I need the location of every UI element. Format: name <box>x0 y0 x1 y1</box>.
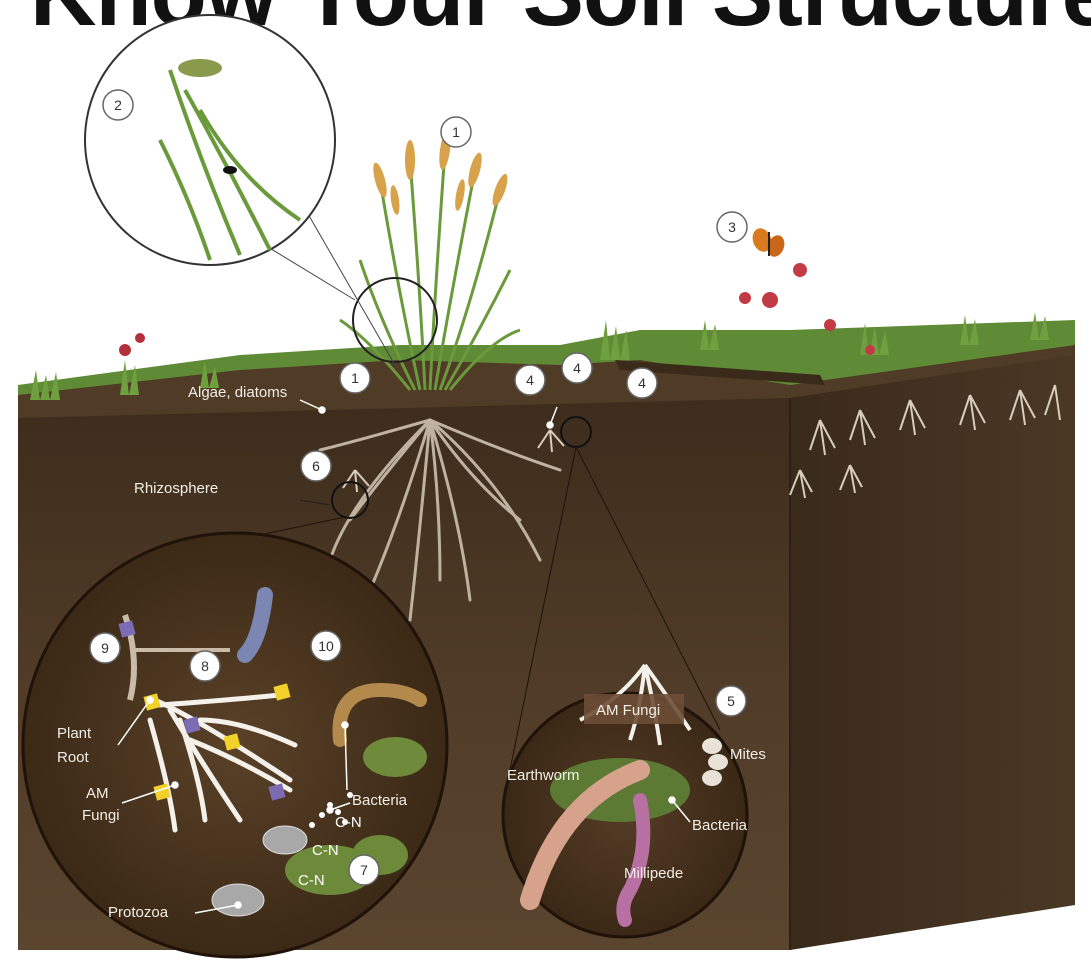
label-millipede: Millipede <box>624 865 683 882</box>
label-am-fungi-left-1: AM <box>86 785 109 802</box>
svg-text:3: 3 <box>728 219 736 235</box>
svg-text:5: 5 <box>727 693 735 709</box>
marker-8: 8 <box>190 651 220 681</box>
label-rhizosphere: Rhizosphere <box>134 480 218 497</box>
label-earthworm: Earthworm <box>507 767 580 784</box>
marker-9: 9 <box>90 633 120 663</box>
svg-text:8: 8 <box>201 658 209 674</box>
svg-text:1: 1 <box>351 370 359 386</box>
svg-text:4: 4 <box>638 375 646 391</box>
insect-callout <box>85 15 335 265</box>
marker-10: 10 <box>311 631 341 661</box>
marker-6: 6 <box>301 451 331 481</box>
marker-1-top: 1 <box>441 117 471 147</box>
svg-text:1: 1 <box>452 124 460 140</box>
label-am-fungi-left-2: Fungi <box>82 807 120 824</box>
ant-icon <box>223 166 237 174</box>
marker-2: 2 <box>103 90 133 120</box>
grasshopper-icon <box>178 59 222 77</box>
label-am-fungi-right: AM Fungi <box>596 702 660 719</box>
marker-4b: 4 <box>562 353 592 383</box>
label-bacteria-right: Bacteria <box>692 817 748 834</box>
cn-tag: C-N <box>298 872 325 889</box>
marker-3: 3 <box>717 212 747 242</box>
label-plant-root-2: Root <box>57 749 90 766</box>
svg-text:4: 4 <box>526 372 534 388</box>
label-algae: Algae, diatoms <box>188 384 287 401</box>
label-mites: Mites <box>730 746 766 763</box>
cn-tag: C-N <box>312 842 339 859</box>
svg-text:2: 2 <box>114 97 122 113</box>
label-bacteria-left: Bacteria <box>352 792 408 809</box>
marker-7: 7 <box>349 855 379 885</box>
cn-tag: C-N <box>335 814 362 831</box>
soil-side-face <box>790 350 1075 950</box>
marker-5: 5 <box>716 686 746 716</box>
svg-text:10: 10 <box>318 638 334 654</box>
svg-text:9: 9 <box>101 640 109 656</box>
label-plant-root-1: Plant <box>57 725 92 742</box>
butterfly-icon <box>749 226 787 259</box>
marker-4a: 4 <box>515 365 545 395</box>
svg-text:6: 6 <box>312 458 320 474</box>
svg-text:7: 7 <box>360 862 368 878</box>
svg-text:4: 4 <box>573 360 581 376</box>
protozoa-cell <box>212 884 264 916</box>
marker-1-algae: 1 <box>340 363 370 393</box>
label-protozoa: Protozoa <box>108 904 169 921</box>
marker-4c: 4 <box>627 368 657 398</box>
